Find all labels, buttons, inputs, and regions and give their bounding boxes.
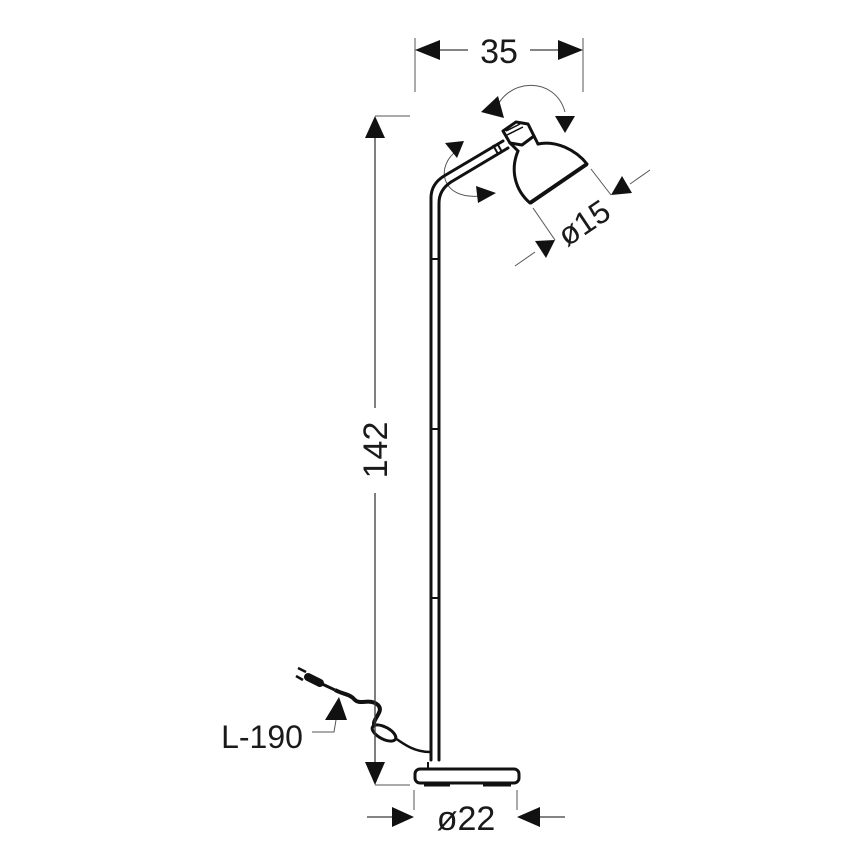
dimension-shade-diameter: ø15 bbox=[514, 168, 651, 267]
plug-prong bbox=[295, 674, 304, 682]
arrow-right-icon bbox=[558, 40, 583, 60]
arm-tilt-indicator bbox=[443, 141, 496, 203]
rotation-arrow-icon bbox=[555, 116, 575, 133]
arrow-left-icon bbox=[415, 40, 440, 60]
dimension-cord-length: L-190 bbox=[221, 697, 347, 755]
pole-outer-line bbox=[429, 139, 505, 762]
lamp-shade bbox=[501, 120, 589, 205]
leader-line bbox=[312, 719, 337, 733]
width-label: 35 bbox=[480, 33, 518, 71]
arrow-left-icon bbox=[517, 807, 540, 827]
head-rotation-indicator bbox=[481, 84, 575, 133]
lamp-base bbox=[413, 762, 521, 787]
plug-prong bbox=[297, 666, 307, 674]
cap-ring bbox=[506, 126, 524, 136]
arrow-icon bbox=[535, 240, 555, 258]
arm-joint bbox=[492, 144, 499, 155]
pole-inner-line bbox=[437, 146, 510, 762]
arm-joint bbox=[496, 142, 503, 153]
power-cord bbox=[295, 666, 431, 754]
extension-line bbox=[590, 168, 612, 196]
dimension-base-diameter: ø22 bbox=[367, 790, 565, 838]
base-plate bbox=[413, 767, 521, 785]
arrow-icon bbox=[611, 176, 632, 195]
shade-rim bbox=[528, 162, 589, 205]
cord-coil bbox=[334, 688, 382, 729]
rotation-arc bbox=[494, 84, 566, 113]
shade-diameter-label: ø15 bbox=[551, 193, 617, 254]
dimension-height: 142 bbox=[357, 115, 410, 786]
dimension-width: 35 bbox=[414, 33, 584, 92]
arrow-right-icon bbox=[392, 807, 414, 827]
extension-line bbox=[532, 207, 556, 241]
rotation-arrow-icon bbox=[481, 96, 504, 118]
tilt-arrow-icon bbox=[445, 141, 464, 158]
tilt-arc bbox=[443, 149, 481, 197]
cord-length-label: L-190 bbox=[221, 719, 303, 755]
arrow-down-icon bbox=[365, 762, 385, 785]
dimension-line bbox=[514, 251, 536, 267]
arrow-up-icon bbox=[325, 697, 347, 720]
plug-body bbox=[304, 673, 324, 687]
inline-switch bbox=[370, 723, 398, 743]
lamp-pole bbox=[429, 139, 510, 762]
cord-segment bbox=[394, 736, 431, 754]
base-diameter-label: ø22 bbox=[437, 800, 496, 838]
arrow-up-icon bbox=[365, 116, 385, 138]
cap-ring bbox=[505, 123, 521, 132]
height-label: 142 bbox=[357, 422, 395, 479]
tilt-arrow-icon bbox=[476, 186, 496, 203]
dimension-line bbox=[629, 169, 651, 185]
